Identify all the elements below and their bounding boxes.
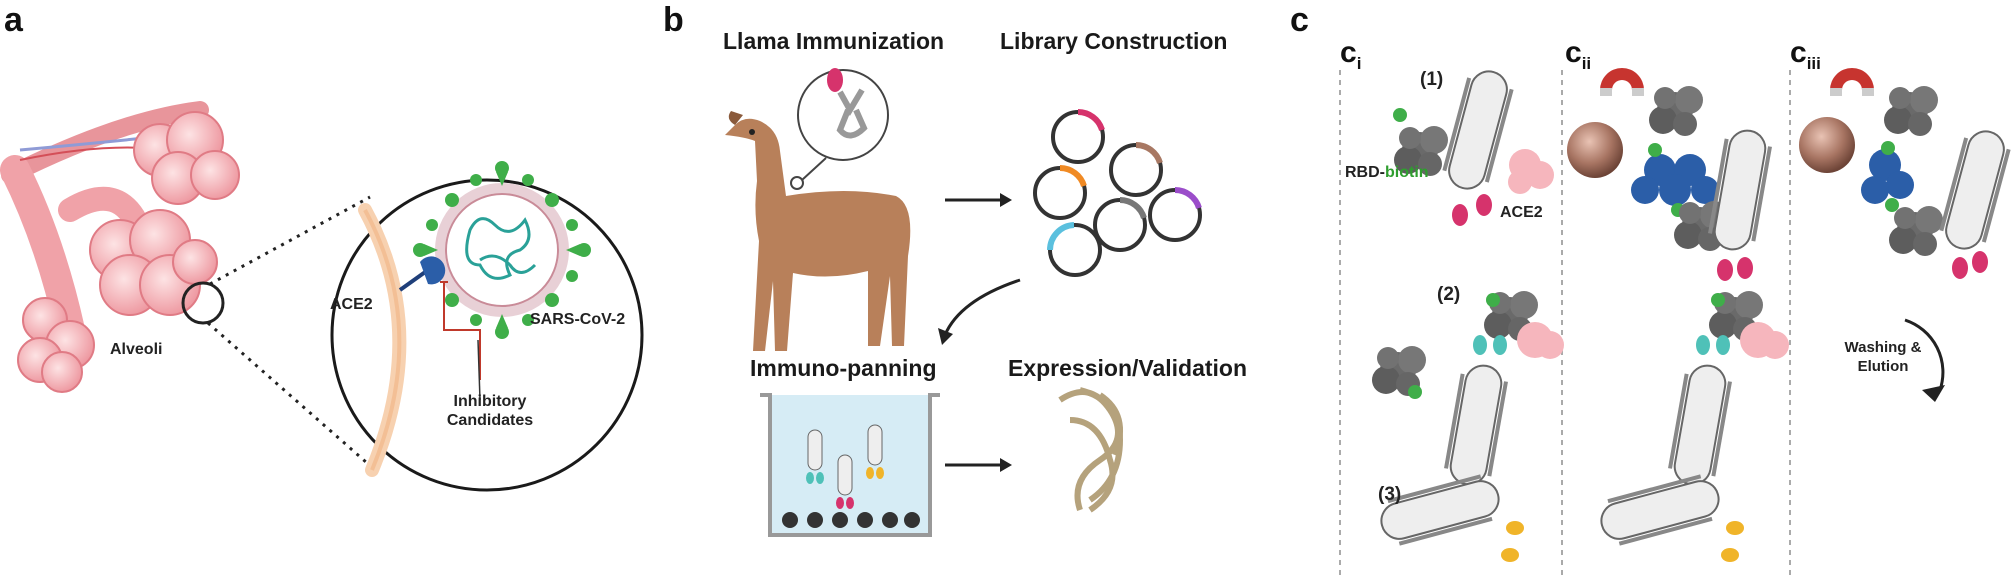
- panel-cii-label: cii: [1565, 38, 1591, 79]
- cii-main: c: [1565, 36, 1582, 69]
- ci-sub: i: [1356, 54, 1362, 73]
- rbd-prefix: RBD-: [1345, 164, 1385, 181]
- cii-sub: ii: [1581, 54, 1592, 73]
- ciii-main: c: [1790, 36, 1807, 69]
- inhibitory-line-2: Candidates: [446, 412, 534, 429]
- ace2-label-c: ACE2: [1500, 204, 1543, 221]
- washing-line-2: Elution: [1857, 358, 1909, 375]
- panel-ci-label: ci: [1340, 38, 1361, 79]
- llama: [725, 111, 911, 351]
- panel-c-letter: c: [1290, 1, 1309, 39]
- panel-b-graphic: [725, 68, 1202, 537]
- panel-b-letter: b: [663, 1, 684, 39]
- step-immuno-panning: Immuno-panning: [750, 355, 937, 381]
- step-llama-immunization: Llama Immunization: [723, 28, 945, 54]
- washing-elution-label: Washing & Elution: [1838, 338, 1928, 376]
- plasmid-library: [1033, 109, 1202, 277]
- panel-a-letter: a: [4, 1, 23, 39]
- panel-ciii-label: ciii: [1790, 38, 1821, 79]
- magnet-icon-2: [1830, 68, 1874, 96]
- step-library-construction: Library Construction: [1000, 28, 1228, 54]
- rbd-biotin-label: RBD-biotin: [1345, 163, 1429, 182]
- inhibitory-candidates-label: Inhibitory Candidates: [430, 392, 550, 430]
- magnet-icon: [1600, 68, 1644, 96]
- alveoli-label: Alveoli: [110, 341, 163, 358]
- step-expression-validation: Expression/Validation: [1008, 355, 1248, 381]
- washing-line-1: Washing &: [1844, 339, 1922, 356]
- panning-well: [760, 393, 940, 537]
- ace2-receptor: [398, 256, 446, 292]
- alveoli-cluster-upper: [133, 111, 240, 205]
- inhibitory-line-1: Inhibitory: [453, 393, 527, 410]
- nanobody-structure: [1058, 387, 1124, 513]
- ciii-sub: iii: [1806, 54, 1821, 73]
- alveoli-cluster-main: [89, 209, 218, 316]
- ci-main: c: [1340, 36, 1357, 69]
- step-2-number: (2): [1437, 284, 1461, 305]
- panel-c-graphic: [1339, 64, 2013, 575]
- antibody-icon: [827, 68, 868, 139]
- sars-cov-2-label: SARS-CoV-2: [530, 311, 626, 328]
- biotin-suffix: biotin: [1385, 164, 1429, 181]
- step-1-number: (1): [1420, 69, 1444, 90]
- zoom-origin-circle: [181, 281, 225, 325]
- sars-cov-2-virus: [413, 161, 591, 339]
- panel-a-graphic: [0, 101, 644, 492]
- alveoli-cluster-lower: [17, 297, 95, 393]
- step-3-number: (3): [1378, 484, 1402, 505]
- ace2-label: ACE2: [330, 296, 373, 313]
